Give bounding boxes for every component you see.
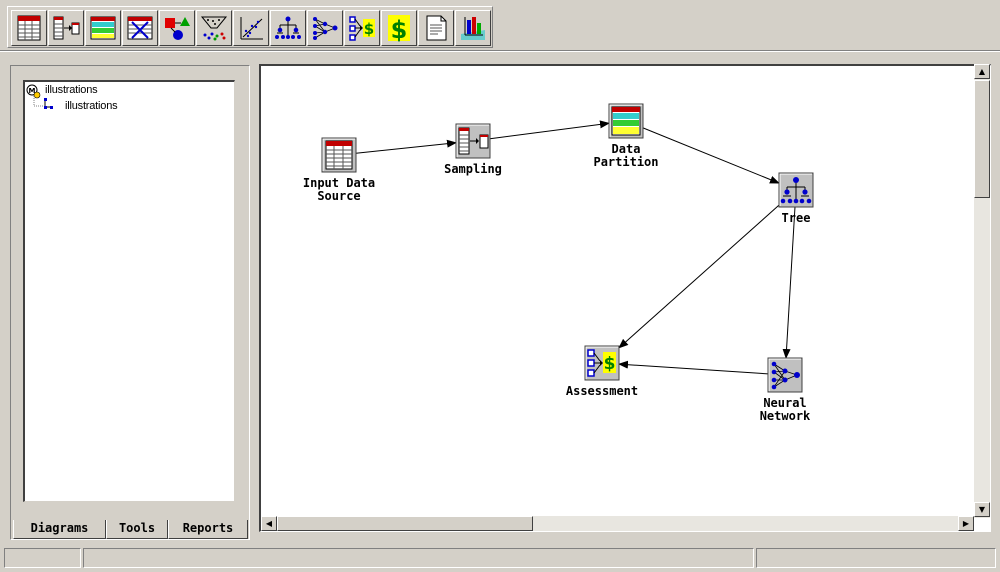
project-navigator: M illustrations illustrations Diagrams T… — [10, 65, 250, 540]
document-icon — [426, 15, 447, 41]
tab-diagrams[interactable]: Diagrams — [13, 520, 106, 539]
connection-neural-to-assessment[interactable] — [618, 360, 769, 375]
funnel-icon — [200, 16, 228, 41]
input-data-source-tool[interactable] — [11, 10, 47, 46]
filter-icon — [127, 16, 153, 40]
clustering-tool[interactable] — [196, 10, 232, 46]
process-flow-diagram: $ Input DataSourceSamplingDataPartitionT… — [303, 103, 814, 423]
node-partition-label: Partition — [593, 155, 658, 169]
scroll-up-button[interactable]: ▲ — [974, 64, 990, 79]
project-tree-child-label[interactable]: illustrations — [65, 100, 118, 112]
sampling-icon — [53, 16, 80, 40]
vertical-scroll-thumb[interactable] — [974, 80, 990, 198]
svg-text:$: $ — [364, 20, 374, 38]
tab-reports-label: Reports — [182, 521, 234, 535]
horizontal-scroll-thumb[interactable] — [277, 516, 533, 531]
tab-reports[interactable]: Reports — [168, 520, 248, 539]
node-neural-highlight — [768, 358, 801, 391]
data-table-icon — [325, 140, 353, 170]
filter-outliers-tool[interactable] — [122, 10, 158, 46]
node-neural-label: Network — [760, 409, 811, 423]
sampling-tool[interactable] — [48, 10, 84, 46]
score-tool[interactable]: $ — [381, 10, 417, 46]
scroll-left-button[interactable]: ◀ — [261, 516, 277, 531]
shapes-icon — [165, 17, 190, 40]
data-partition-tool[interactable] — [85, 10, 121, 46]
diagram-tree-icon — [33, 96, 53, 109]
data-partition-icon — [90, 16, 116, 40]
node-tree-label: Tree — [782, 211, 811, 225]
node-assessment[interactable]: Assessment — [566, 345, 638, 398]
vertical-scrollbar[interactable]: ▲ ▼ — [974, 64, 990, 518]
scatter-plot-icon — [240, 17, 263, 40]
data-table-icon — [17, 15, 41, 41]
status-pane-3 — [756, 548, 996, 568]
tab-diagrams-label: Diagrams — [30, 521, 89, 535]
svg-text:M: M — [29, 87, 36, 95]
scroll-right-button[interactable]: ▶ — [958, 516, 974, 531]
node-sampling-label: Sampling — [444, 162, 502, 176]
reporter-tool[interactable] — [418, 10, 454, 46]
connection-partition-to-tree[interactable] — [642, 127, 780, 184]
connection-sampling-to-partition[interactable] — [489, 120, 610, 140]
tab-tools[interactable]: Tools — [106, 520, 168, 539]
tree-icon — [275, 16, 301, 39]
dollar-icon: $ — [388, 15, 410, 42]
svg-text:$: $ — [391, 16, 408, 42]
node-neural-label: Neural — [763, 396, 806, 410]
horizontal-scrollbar[interactable]: ◀ ▶ — [261, 516, 974, 531]
status-pane-1 — [4, 548, 81, 568]
connection-input-to-sampling[interactable] — [355, 139, 457, 154]
node-tree-highlight — [779, 173, 812, 206]
node-tree[interactable]: Tree — [778, 172, 814, 225]
node-partition-label: Data — [612, 142, 641, 156]
assessment-icon: $ — [349, 16, 375, 41]
transform-variables-tool[interactable] — [159, 10, 195, 46]
node-input-highlight — [322, 138, 355, 171]
status-pane-2 — [83, 548, 754, 568]
project-tree: M illustrations illustrations — [23, 80, 235, 502]
regression-tool[interactable] — [233, 10, 269, 46]
node-partition-highlight — [609, 104, 642, 137]
neural-network-icon — [313, 17, 338, 40]
project-icon[interactable]: M — [26, 83, 42, 99]
insight-tool[interactable] — [455, 10, 491, 46]
tab-tools-label: Tools — [118, 521, 156, 535]
toolbar: $ $ — [0, 0, 1000, 52]
connection-tree-to-assessment[interactable] — [618, 204, 780, 349]
node-input-label: Input Data — [303, 176, 375, 190]
node-sampling-highlight — [456, 124, 489, 157]
data-partition-icon — [611, 106, 641, 136]
connection-layer — [355, 120, 796, 375]
node-sampling[interactable]: Sampling — [444, 123, 502, 176]
node-assessment-label: Assessment — [566, 384, 638, 398]
node-assessment-highlight — [585, 346, 618, 379]
tree-tool[interactable] — [270, 10, 306, 46]
scroll-down-button[interactable]: ▼ — [974, 502, 990, 517]
toolbar-separator — [0, 50, 1000, 52]
connection-tree-to-neural[interactable] — [782, 206, 796, 359]
project-tree-root-label[interactable]: illustrations — [45, 84, 98, 96]
neural-network-tool[interactable] — [307, 10, 343, 46]
toolbar-strip — [7, 6, 493, 48]
node-input-label: Source — [317, 189, 360, 203]
bar-chart-icon — [461, 17, 485, 40]
assessment-tool[interactable]: $ — [344, 10, 380, 46]
